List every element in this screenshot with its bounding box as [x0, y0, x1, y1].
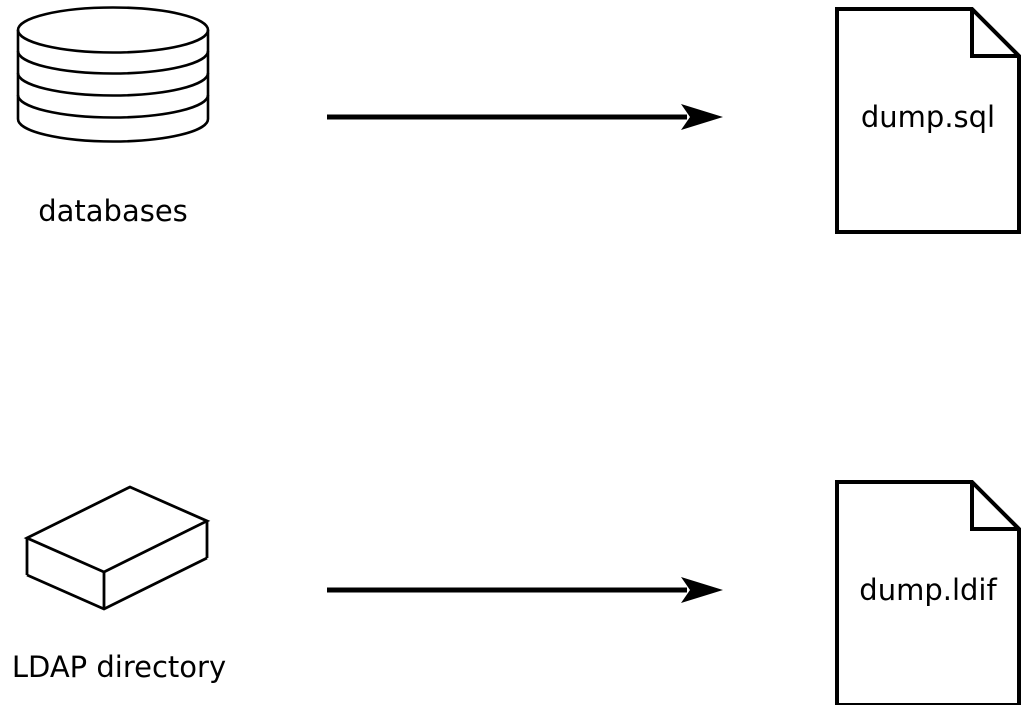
- document-icon: [835, 480, 1021, 705]
- arrow-right-icon: [327, 104, 723, 130]
- database-cylinder-icon: [16, 6, 210, 143]
- source-label-ldap-directory: LDAP directory: [11, 650, 227, 684]
- source-label-databases: databases: [38, 194, 188, 228]
- document-icon: [835, 7, 1021, 234]
- arrow-right-icon: [327, 577, 723, 603]
- box-3d-icon: [23, 485, 211, 611]
- target-label-dump-ldif: dump.ldif: [859, 573, 997, 607]
- target-label-dump-sql: dump.sql: [860, 100, 996, 134]
